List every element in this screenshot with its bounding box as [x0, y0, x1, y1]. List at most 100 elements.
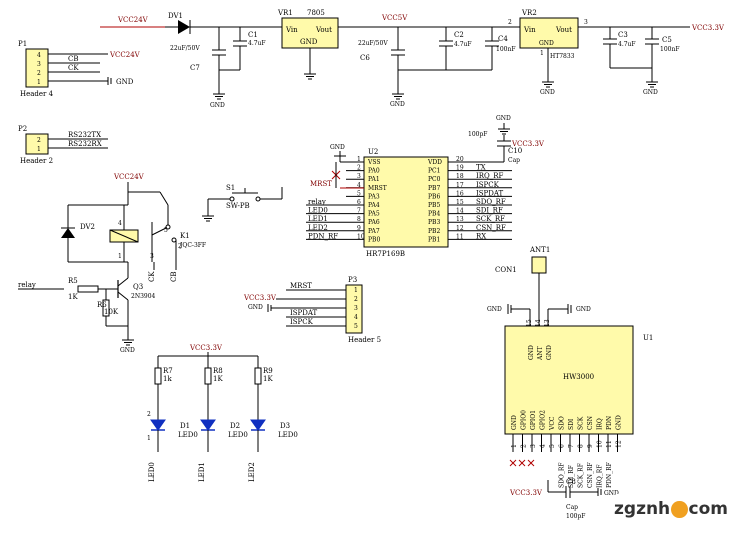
u2-pin-11-num: 11	[456, 233, 464, 240]
c4-ref: C4	[498, 35, 508, 43]
u2-pin-11-name: PB1	[428, 236, 440, 243]
c8-gnd-label: GND	[604, 490, 619, 497]
u2-pin-8-name: PA6	[368, 219, 380, 226]
r6-value: 10K	[104, 308, 119, 316]
u2-pin-8-num: 8	[357, 216, 361, 223]
vr2-gnd-label: GND	[540, 89, 555, 96]
u1-bottom-net-10: IRQ_RF	[597, 465, 604, 489]
led1-net: LED1	[198, 462, 206, 482]
u1-bottom-pin-num-4: 4	[540, 444, 547, 448]
p3-net-gnd: GND	[248, 304, 263, 311]
relay-ck-label: CK	[148, 271, 156, 282]
u2-pin-6-num: 6	[357, 199, 361, 206]
p3-net-ispck: ISPCK	[290, 318, 314, 326]
u1-bottom-pin-3: GPIO1	[530, 410, 537, 430]
p1-pin-3: 3	[37, 61, 41, 68]
q3-gnd-label: GND	[120, 347, 135, 354]
u2-pin-4-num: 4	[357, 182, 361, 189]
u2-pin-16-num: 16	[456, 190, 464, 197]
u1-bottom-net-7: SDI_RF	[568, 465, 575, 488]
u2-left-net-9: LED2	[308, 224, 328, 232]
u1-bottom-pin-11: PDN	[606, 416, 613, 430]
u1-bottom-pin-6: SDO	[559, 416, 566, 430]
c1-ref: C1	[248, 31, 258, 39]
watermark-text-right: com	[688, 499, 728, 519]
u1-bottom-pin-num-11: 11	[606, 440, 613, 448]
u2-pin-12-num: 12	[456, 225, 464, 232]
q3-ref: Q3	[133, 283, 143, 291]
d3-name: LED0	[278, 431, 298, 439]
watermark-text-left: zgznh	[614, 499, 671, 519]
c4-value: 100nF	[496, 46, 515, 53]
u1-bottom-pin-1: GND	[511, 415, 518, 430]
u1-bottom-pin-num-3: 3	[530, 444, 537, 448]
p2-pin-1: 1	[37, 146, 41, 153]
p3-pin-1: 1	[354, 287, 358, 294]
u1-bottom-pin-7: SDI	[568, 418, 575, 430]
site-watermark: zgznh com	[614, 494, 728, 524]
c10-value: 100pF	[468, 131, 487, 138]
r5-value: 1K	[68, 293, 78, 301]
u2-pin-5-num: 5	[357, 190, 361, 197]
k1-pin-4: 4	[118, 220, 122, 227]
p3-net-ispdat: ISPDAT	[290, 309, 318, 317]
u1-ref: U1	[643, 334, 653, 342]
u1-bottom-pin-10: IRQ	[597, 418, 604, 430]
p2-ref: P2	[18, 125, 27, 133]
vr2-gnd: GND	[539, 40, 554, 47]
watermark-dot-icon	[671, 500, 688, 518]
c6-value: 22uF/50V	[358, 40, 388, 47]
d1-ref: D1	[180, 422, 190, 430]
u1-top-pin-num-15: 15	[526, 319, 533, 327]
r6-ref: R6	[97, 301, 107, 309]
u1-bottom-pin-num-9: 9	[587, 444, 594, 448]
c10-vcc-label: VCC3.3V	[511, 140, 545, 148]
header-p1: P1 4 3 2 1 VCC24V CB CK GND Header 4	[18, 40, 141, 98]
u2-ref: U2	[368, 148, 378, 156]
u1-bottom-net-9: CSN_RF	[587, 462, 594, 488]
p1-net-cb: CB	[68, 55, 79, 63]
r5-ref: R5	[68, 277, 78, 285]
q3-part: 2N3904	[131, 293, 156, 300]
diode-dv1: DV1	[165, 12, 282, 34]
p1-pin-4: 4	[37, 52, 41, 59]
vr1-vin: Vin	[285, 26, 298, 34]
u2-pin-9-name: PA7	[368, 228, 380, 235]
p1-name: Header 4	[20, 90, 54, 98]
u2-pin-2-name: PA0	[368, 168, 380, 175]
c7-ref: C7	[190, 64, 200, 72]
u2-pin-1-num: 1	[357, 156, 361, 163]
c5-value: 100nF	[660, 46, 679, 53]
c3-value: 4.7uF	[618, 41, 636, 48]
dv1-ref: DV1	[168, 12, 183, 20]
ant1-ref: ANT1	[529, 246, 550, 254]
p3-net-mrst: MRST	[290, 282, 312, 290]
d1-name: LED0	[178, 431, 198, 439]
u1-bottom-pin-num-1: 1	[511, 444, 518, 448]
u2-left-net-7: LED0	[308, 207, 328, 215]
vr2-vout: Vout	[555, 26, 572, 34]
k1-pin-2: 2	[178, 243, 182, 250]
capacitor-c5: C5 100nF GND	[643, 27, 679, 96]
p2-net-tx: RS232TX	[68, 131, 101, 139]
vcc5v-label: VCC5V	[381, 14, 408, 22]
p3-pin-2: 2	[354, 296, 358, 303]
d2-ref: D2	[230, 422, 240, 430]
u1-top-pin-num-14: 14	[535, 319, 542, 327]
vr2-pin2: 2	[508, 19, 512, 26]
c6-gnd-label: GND	[390, 101, 405, 108]
vr2-pin3: 3	[584, 19, 588, 26]
u2-right-net-11: RX	[476, 232, 486, 240]
u1-top-pin-13: GND	[546, 345, 553, 360]
d1-pin1: 1	[147, 435, 151, 442]
regulator-vr2: VR2 2 3 Vin Vout GND HT7833 1 GND	[492, 9, 588, 96]
u2-pin-12-name: PB2	[428, 228, 440, 235]
c10-cap: Cap	[508, 157, 520, 164]
c10-gnd-label: GND	[496, 115, 511, 122]
u1-bottom-net-8: SCK_RF	[578, 463, 585, 488]
u2-pin-13-name: PB3	[428, 219, 440, 226]
c3-ref: C3	[618, 31, 628, 39]
u2-pin-6-name: PA4	[368, 202, 380, 209]
vr2-pin1: 1	[540, 50, 544, 57]
